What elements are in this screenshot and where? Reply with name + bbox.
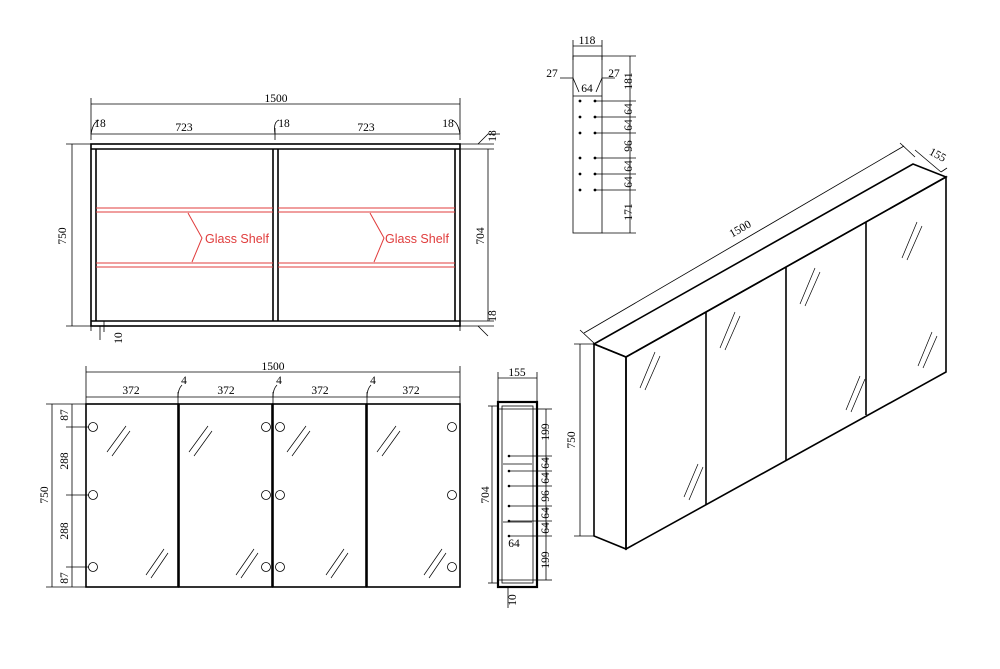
door-panel-2	[178, 403, 273, 588]
side-hole-dim-6: 64	[623, 176, 635, 188]
front-width-dim: 1500	[265, 93, 288, 105]
hinge-spacing-top: 87	[59, 409, 71, 421]
side-hole-dim-3: 64	[623, 119, 635, 131]
section-pin-holes	[507, 454, 511, 538]
section-inner-label: 64	[508, 538, 520, 550]
glass-shelf-lower	[96, 262, 455, 268]
side-right-offset-dim: 27	[608, 68, 620, 80]
section-base-dim: 10	[507, 594, 519, 606]
side-top-width-dim: 118	[579, 35, 596, 47]
side-hole-dim-4: 96	[623, 140, 635, 152]
glass-shelf-label-right: Glass Shelf	[385, 232, 449, 246]
side-hole-dim-5: 64	[623, 160, 635, 172]
iso-mirror-glints	[639, 221, 938, 501]
door-height-dim: 750	[39, 486, 51, 504]
hinge-spacing-lower: 288	[59, 522, 71, 540]
front-left-gap-dim: 18	[94, 118, 106, 130]
door-gap-1: 4	[181, 375, 187, 387]
door-gap-3: 4	[370, 375, 376, 387]
door-panel-4	[366, 403, 461, 588]
door-width-2: 372	[217, 385, 235, 397]
door-panel-3	[272, 403, 367, 588]
iso-top-face	[592, 163, 948, 358]
front-inner-height-dim: 704	[475, 227, 487, 245]
door-gap-2: 4	[276, 375, 282, 387]
front-mid-gap-dim: 18	[278, 118, 290, 130]
iso-side-face	[593, 342, 627, 551]
front-right-gap-dim: 18	[442, 118, 454, 130]
glass-shelf-upper	[96, 207, 455, 213]
section-dim-3: 64	[540, 472, 552, 484]
front-bay-right-dim: 723	[357, 122, 375, 134]
iso-width-dim: 1500	[728, 218, 754, 240]
section-dim-6: 64	[540, 522, 552, 534]
section-depth-dim: 155	[508, 367, 526, 379]
door-width-1: 372	[122, 385, 140, 397]
front-top-thickness-dim: 18	[487, 130, 499, 142]
shelf-pin-holes	[578, 99, 597, 192]
hinge-spacing-upper: 288	[59, 452, 71, 470]
iso-depth-dim: 155	[927, 146, 948, 165]
side-hole-dim-1: 181	[623, 72, 635, 90]
side-section-view: 155 199 64 64 96 64 64 199 64 704	[480, 367, 552, 608]
door-width-4: 372	[402, 385, 420, 397]
section-dim-4: 96	[540, 490, 552, 502]
front-height-dim: 750	[57, 227, 69, 245]
front-view: 1500 18 723 18 723 18	[57, 93, 500, 344]
hinge-spacing-bottom: 87	[59, 572, 71, 584]
side-hole-dim-7: 171	[623, 203, 635, 221]
section-dim-2: 64	[540, 457, 552, 469]
iso-front-face	[625, 175, 947, 551]
section-dim-7: 199	[540, 551, 552, 569]
mirror-glints	[106, 425, 447, 579]
front-bottom-thickness-dim: 18	[487, 310, 499, 322]
side-hole-dim-2: 64	[623, 103, 635, 115]
shelf-leader-right	[369, 212, 385, 263]
section-dim-5: 64	[540, 507, 552, 519]
glass-shelf-label-left: Glass Shelf	[205, 232, 269, 246]
door-overall-width-dim: 1500	[262, 361, 285, 373]
door-panel-1	[85, 403, 179, 588]
door-width-3: 372	[311, 385, 329, 397]
section-height-dim: 704	[480, 486, 492, 504]
side-center-dim: 64	[581, 83, 593, 95]
isometric-view: 1500 155 750	[566, 142, 948, 551]
front-bay-left-dim: 723	[175, 122, 193, 134]
shelf-leader-left	[187, 212, 203, 263]
front-base-offset-dim: 10	[113, 332, 125, 344]
iso-height-dim: 750	[566, 431, 578, 449]
side-left-offset-dim: 27	[546, 68, 558, 80]
section-dim-1: 199	[540, 423, 552, 441]
side-hole-pattern-view: 118 27 27 64 181 64 64 96 64 64 171	[546, 35, 636, 234]
door-view: 1500 372 372 372 372 4 4 4	[39, 361, 461, 588]
